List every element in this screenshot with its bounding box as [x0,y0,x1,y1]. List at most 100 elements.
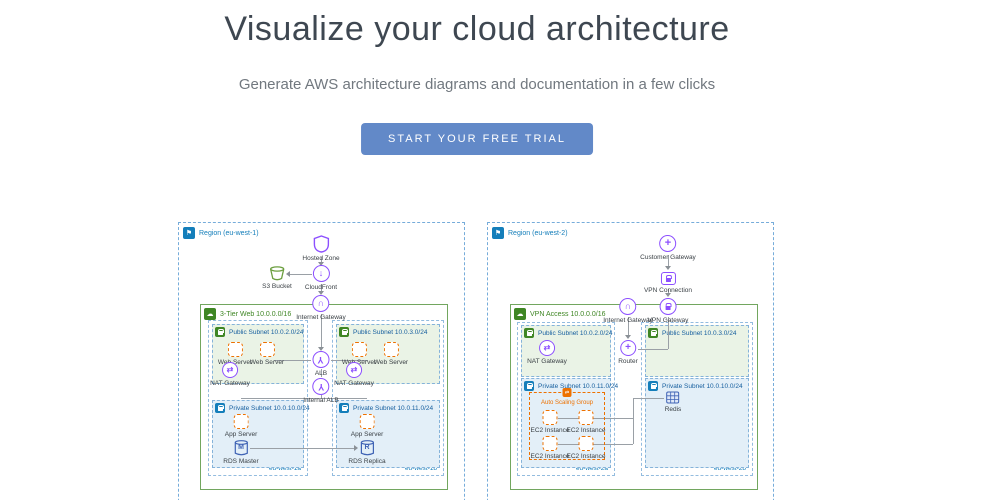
connector [321,369,322,377]
subnet-header: Private Subnet 10.0.11.0/24 [524,381,618,391]
connector [321,284,322,292]
vpc-cloud-icon: ☁ [514,308,526,320]
app-server-icon [359,414,375,429]
s3-bucket-icon [269,266,285,281]
arrow-down [665,266,671,270]
node-label: NAT Gateway [334,380,374,387]
connector [668,255,669,267]
node-label: RDS Master [223,458,259,465]
ec2-instance-icon [542,410,558,425]
app-server-icon [233,414,249,429]
node-label: Web Server [217,359,253,366]
rds-master-icon: M [234,440,248,456]
vpc-header: ☁ VPN Access 10.0.0.0/16 [514,308,606,320]
node-label: EC2 Instance [530,453,570,460]
region-flag-icon: ⚑ [183,227,195,239]
connector [250,448,354,449]
subnet-header: Public Subnet 10.0.2.0/24 [524,328,612,338]
web-server-icon [259,342,275,357]
internal-alb-icon: Y [312,378,330,395]
node-label: NAT Gateway [527,358,567,365]
node-label: VPN Gateway [647,317,689,324]
private-subnet-box [212,400,304,468]
ec2-instance-node: EC2 Instance [566,436,606,460]
node-label: EC2 Instance [566,453,606,460]
az-label: eu-west-1b [404,465,437,472]
diagram-eu-west-1: eu-west-1a eu-west-1b ⚑ Region (eu-west-… [178,222,466,500]
web-server-node: Web Server [374,342,408,366]
vpn-connection-icon [660,272,676,285]
vpn-gateway-node: VPN Gateway [647,298,689,324]
nat-gateway-node: ⇄ NAT Gateway [210,362,250,387]
vpn-gateway-icon [659,298,677,315]
subnet-lock-icon [648,381,658,391]
node-label: Internet Gateway [603,317,653,324]
web-server-icon [383,342,399,357]
router-node: + Router [618,340,638,365]
arrow-down [625,335,631,339]
nat-gateway-icon: ⇄ [221,362,238,378]
arrow-down [318,262,324,266]
connector [290,274,312,275]
redis-node: Redis [665,391,681,413]
subnet-label: Public Subnet 10.0.2.0/24 [538,329,613,337]
subnet-lock-icon [339,403,349,413]
private-subnet-box [336,400,440,468]
customer-gateway-node: + Customer Gateway [640,235,696,261]
node-label: NAT Gateway [210,380,250,387]
start-free-trial-button[interactable]: START YOUR FREE TRIAL [361,123,593,155]
subnet-label: Public Subnet 10.0.2.0/24 [229,328,304,336]
vpc-cloud-icon: ☁ [204,308,216,320]
internet-gateway-node: ∩ Internet Gateway [296,295,346,321]
node-label: Router [618,358,638,365]
connector [321,395,322,399]
nat-gateway-icon: ⇄ [345,362,362,378]
arrow-down [665,293,671,297]
subnet-label: Private Subnet 10.0.10.0/24 [662,382,743,390]
hosted-zone-icon [313,235,329,253]
region-flag-icon: ⚑ [492,227,504,239]
internet-gateway-icon: ∩ [619,298,637,315]
region-header: ⚑ Region (eu-west-1) [183,227,259,239]
region-label: Region (eu-west-1) [199,229,259,237]
arrow-right [354,445,358,451]
auto-scaling-group-icon: ⇄ [562,388,572,397]
node-label: S3 Bucket [262,283,292,290]
public-subnet-box [521,325,611,377]
subnet-lock-icon [524,328,534,338]
node-label: Web Server [249,359,285,366]
arrow-down [318,347,324,351]
connector [558,444,633,445]
internet-gateway-node: ∩ Internet Gateway [603,298,653,324]
subnet-label: Private Subnet 10.0.10.0/24 [229,404,310,412]
connector [633,398,664,399]
nat-gateway-node: ⇄ NAT Gateway [527,340,567,365]
az-label: eu-west-2a [575,465,608,472]
arrow-down [318,291,324,295]
node-label: EC2 Instance [566,427,606,434]
az-label: eu-west-1a [268,465,301,472]
ec2-instance-icon [578,410,594,425]
connector [633,398,634,444]
rds-master-node: M RDS Master [223,440,259,465]
subnet-header: Private Subnet 10.0.10.0/24 [648,381,743,391]
redis-icon [666,391,680,404]
subnet-lock-icon [648,328,658,338]
region-header: ⚑ Region (eu-west-2) [492,227,568,239]
node-label: App Server [350,431,384,438]
public-subnet-box [645,325,749,377]
cloudfront-icon: ↓ [312,265,330,282]
subnet-label: Public Subnet 10.0.3.0/24 [662,329,737,337]
node-label: Customer Gateway [640,254,696,261]
internet-gateway-icon: ∩ [312,295,330,312]
az-label: eu-west-2b [713,465,746,472]
subnet-lock-icon [215,403,225,413]
web-server-icon [351,342,367,357]
vpc-header: ☁ 3-Tier Web 10.0.0.0/16 [204,308,291,320]
subnet-lock-icon [215,327,225,337]
subnet-label: Public Subnet 10.0.3.0/24 [353,328,428,336]
node-label: RDS Replica [348,458,386,465]
internal-alb-node: Y Internal ALB [303,378,339,404]
subnet-lock-icon [339,327,349,337]
